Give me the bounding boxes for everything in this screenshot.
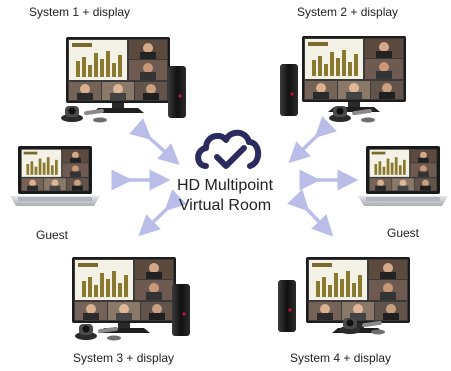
system2-codec — [280, 64, 298, 116]
guest-left-label: Guest — [36, 228, 69, 242]
system1-label: System 1 + display — [29, 5, 131, 19]
arrow-system3 — [138, 189, 187, 237]
system2-label: System 2 + display — [297, 5, 399, 19]
system4-label: System 4 + display — [290, 351, 392, 365]
system3-display — [72, 257, 176, 333]
system3-group — [72, 257, 190, 341]
center-title-line2: Virtual Room — [178, 197, 272, 214]
system3-codec — [172, 284, 190, 336]
system1-display — [66, 37, 170, 113]
center-title-line1: HD Multipoint — [176, 177, 274, 194]
system1-codec — [168, 66, 186, 118]
system1-group — [61, 37, 186, 123]
system4-group — [278, 257, 410, 335]
system2-display — [302, 36, 406, 112]
system4-display — [306, 257, 410, 333]
system2-group — [280, 36, 406, 123]
cloud-check-icon — [195, 129, 262, 169]
guest-right-label: Guest — [387, 226, 420, 240]
guest-right-laptop — [358, 146, 448, 206]
arrow-system2 — [288, 116, 337, 164]
guest-left-laptop — [10, 146, 100, 206]
system4-codec — [278, 280, 296, 332]
arrow-system1 — [129, 118, 180, 165]
arrow-system4 — [287, 189, 334, 237]
system3-label: System 3 + display — [73, 351, 175, 365]
